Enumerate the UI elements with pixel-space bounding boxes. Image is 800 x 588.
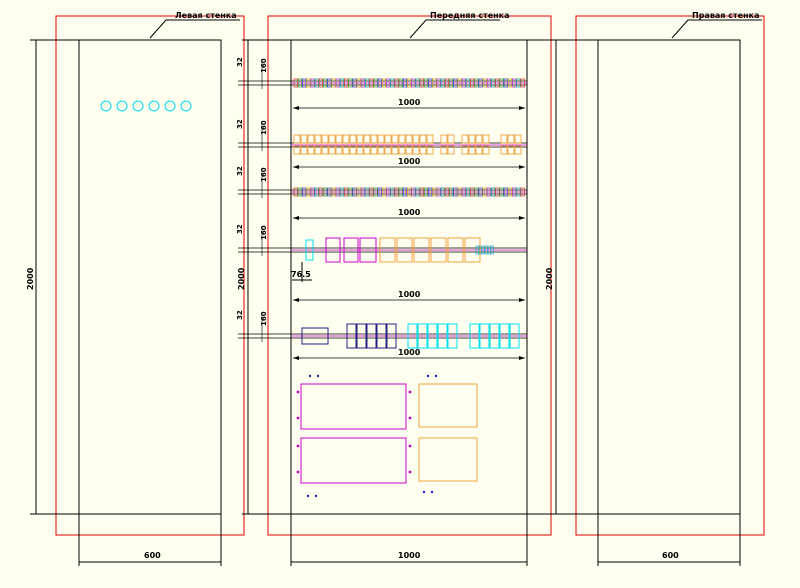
front-height-dimension: 2000 bbox=[237, 39, 291, 515]
rail-top-offset-text: 32 bbox=[236, 166, 244, 176]
front-wall-panel bbox=[290, 39, 528, 515]
right-wall-label: Правая стенка bbox=[692, 11, 759, 20]
left-height-text: 2000 bbox=[26, 267, 35, 290]
rail-distance-text: 160 bbox=[260, 167, 268, 182]
right-wall-panel bbox=[597, 39, 741, 515]
front-width-dimension: 1000 bbox=[290, 514, 528, 566]
offset-dimension: 76.5 bbox=[291, 262, 312, 282]
terminal-box-2 bbox=[300, 437, 407, 484]
rail-width-text: 1000 bbox=[398, 157, 421, 166]
rail-width-text: 1000 bbox=[398, 208, 421, 217]
front-height-text: 2000 bbox=[237, 267, 246, 290]
indicator-lamps bbox=[100, 100, 192, 112]
right-wall-outer-frame bbox=[575, 15, 765, 536]
front-wall-leader bbox=[409, 19, 500, 39]
terminal-box-4 bbox=[418, 437, 478, 482]
rail-width-text: 1000 bbox=[398, 290, 421, 299]
left-wall-panel bbox=[78, 39, 222, 515]
left-width-dimension: 600 bbox=[78, 514, 222, 566]
front-width-text: 1000 bbox=[398, 551, 421, 560]
left-wall-leader bbox=[149, 19, 240, 39]
front-wall-label: Передняя стенка bbox=[430, 11, 509, 20]
right-height-text: 2000 bbox=[545, 267, 554, 290]
bottom-devices bbox=[296, 374, 478, 498]
left-wall-label: Левая стенка bbox=[175, 11, 237, 20]
rail-group-4: 32 160 1000 bbox=[236, 224, 527, 302]
rail-group-5: 32 160 1000 bbox=[236, 310, 527, 360]
terminal-box-3 bbox=[418, 383, 478, 428]
din-rails: 32 160 1000 32 160 1000 32 160 1000 32 160 1000 32 16… bbox=[236, 57, 527, 360]
rail-top-offset-text: 32 bbox=[236, 224, 244, 234]
right-height-dimension: 2000 bbox=[527, 39, 598, 515]
right-width-dimension: 600 bbox=[597, 514, 741, 566]
right-wall-leader bbox=[671, 19, 762, 39]
left-height-dimension: 2000 bbox=[26, 39, 79, 515]
rail-width-text: 1000 bbox=[398, 98, 421, 107]
rail-group-3: 32 160 1000 bbox=[236, 166, 527, 220]
terminal-box-1 bbox=[300, 383, 407, 430]
rail-width-text: 1000 bbox=[398, 348, 421, 357]
front-wall-outer-frame bbox=[267, 15, 552, 536]
rail-group-1: 32 160 1000 bbox=[236, 57, 527, 110]
rail-distance-text: 160 bbox=[260, 120, 268, 135]
offset-dimension-text: 76.5 bbox=[291, 270, 311, 279]
rail-distance-text: 160 bbox=[260, 225, 268, 240]
left-width-text: 600 bbox=[144, 551, 161, 560]
rail-group-2: 32 160 1000 bbox=[236, 119, 527, 169]
right-width-text: 600 bbox=[662, 551, 679, 560]
left-wall-outer-frame bbox=[55, 15, 245, 536]
rail-top-offset-text: 32 bbox=[236, 310, 244, 320]
rail-top-offset-text: 32 bbox=[236, 57, 244, 67]
rail-distance-text: 160 bbox=[260, 58, 268, 73]
rail-distance-text: 160 bbox=[260, 311, 268, 326]
rail-top-offset-text: 32 bbox=[236, 119, 244, 129]
